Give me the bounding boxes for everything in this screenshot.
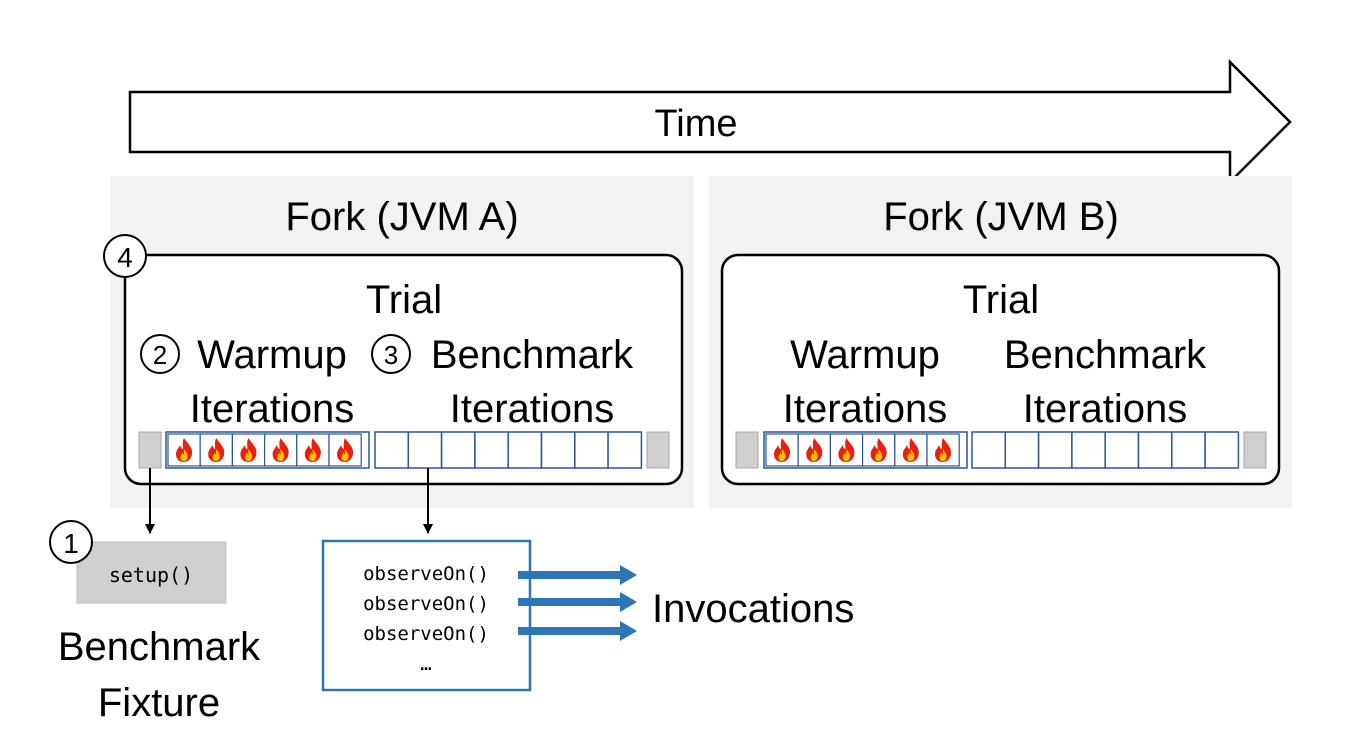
fork-a-benchmark-label-line1: Benchmark <box>431 333 634 377</box>
invocation-call: observeOn() <box>363 623 489 645</box>
invocations-box <box>321 539 532 692</box>
marker-3-label: 3 <box>384 340 398 370</box>
fork-b-trial-label: Trial <box>963 278 1039 322</box>
marker-4-label: 4 <box>117 242 133 273</box>
benchmark-iteration <box>474 431 509 469</box>
invocation-arrow <box>518 592 637 612</box>
marker-1 <box>49 520 93 564</box>
benchmark-iteration <box>607 431 643 469</box>
invocation-arrow <box>518 621 637 641</box>
invocation-call: observeOn() <box>363 563 489 585</box>
benchmark-iteration <box>407 431 443 469</box>
benchmark-iteration <box>1137 431 1173 469</box>
benchmark-iteration <box>1171 431 1206 469</box>
fork-b-trial-box <box>720 253 1281 486</box>
setup-box <box>76 541 227 604</box>
warmup-iteration <box>328 433 362 467</box>
warmup-iteration <box>167 433 201 467</box>
benchmark-iteration <box>1071 431 1106 469</box>
warmup-iteration <box>926 433 960 467</box>
fork-a-trial-label: Trial <box>366 278 442 322</box>
warmup-iteration <box>861 433 896 467</box>
fixture-label-line2: Fixture <box>98 681 220 725</box>
fork-a-warmup-label-line2: Iterations <box>190 387 355 431</box>
marker-3: 3 <box>371 334 411 374</box>
time-arrow: Time <box>128 58 1292 186</box>
fork-a-title: Fork (JVM A) <box>285 195 518 239</box>
benchmark-iteration <box>374 431 410 469</box>
fork-b-benchmark-label-line1: Benchmark <box>1004 333 1207 377</box>
setup-call: setup() <box>109 563 193 587</box>
fork-a-benchmark-cells <box>374 431 643 469</box>
benchmark-iteration <box>540 431 576 469</box>
warmup-iteration <box>894 433 928 467</box>
fixture: setup() 1 Benchmark Fixture <box>49 520 261 725</box>
fork-b-warmup-label-line2: Iterations <box>783 387 948 431</box>
fork-a-benchmark-label-line2: Iterations <box>450 387 615 431</box>
marker-1-label: 1 <box>63 528 79 559</box>
invocation-arrow <box>518 565 637 585</box>
warmup-iteration <box>296 433 330 467</box>
benchmark-iteration <box>1204 431 1240 469</box>
fixture-label-line1: Benchmark <box>58 625 261 669</box>
fork-b-benchmark-cells <box>971 431 1240 469</box>
warmup-iteration <box>797 433 832 467</box>
benchmark-iteration <box>971 431 1007 469</box>
warmup-iteration <box>765 433 799 467</box>
fork-b-setup-slot <box>735 431 759 469</box>
benchmark-iteration <box>574 431 609 469</box>
time-label: Time <box>654 103 737 145</box>
benchmark-iteration <box>1004 431 1040 469</box>
invocation-ellipsis: … <box>420 653 431 675</box>
warmup-iteration <box>264 433 298 467</box>
warmup-iteration <box>199 433 233 467</box>
marker-4: 4 <box>103 234 147 278</box>
benchmark-iteration <box>1037 431 1073 469</box>
benchmark-iteration <box>1104 431 1140 469</box>
invocation-call: observeOn() <box>363 593 489 615</box>
fork-b-benchmark-label-line2: Iterations <box>1023 387 1188 431</box>
fork-a-warmup-label-line1: Warmup <box>197 333 347 377</box>
marker-2: 2 <box>140 334 180 374</box>
fork-a-teardown-slot <box>646 431 670 469</box>
benchmark-iteration <box>440 431 476 469</box>
invocations: observeOn() observeOn() observeOn() … In… <box>321 539 854 692</box>
fork-b-warmup-cells <box>765 433 960 467</box>
marker-2-label: 2 <box>153 340 167 370</box>
fork-b-warmup-label-line1: Warmup <box>790 333 940 377</box>
fork-a-setup-slot <box>138 431 162 469</box>
invocations-label: Invocations <box>652 587 854 631</box>
fork-a-warmup-cells <box>167 433 362 467</box>
warmup-iteration <box>829 433 864 467</box>
fork-b-title: Fork (JVM B) <box>883 195 1119 239</box>
fork-b: Fork (JVM B) Trial Warmup Iterations Ben… <box>709 176 1292 508</box>
benchmark-iteration <box>507 431 543 469</box>
fork-b-teardown-slot <box>1243 431 1267 469</box>
warmup-iteration <box>231 433 266 467</box>
